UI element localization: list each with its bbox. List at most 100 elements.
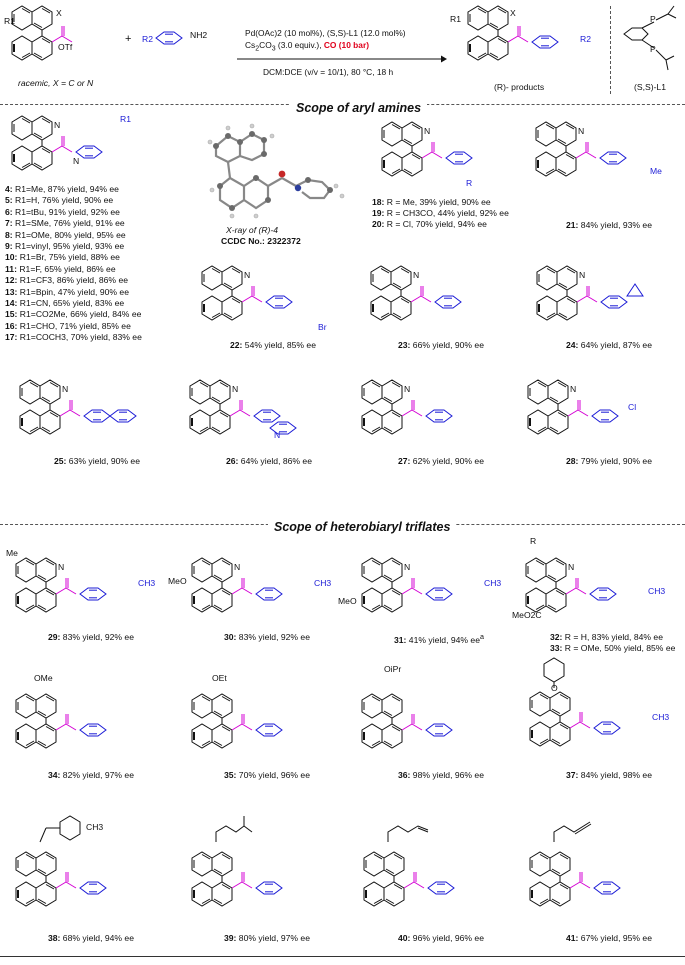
oipr-label-36: OiPr bbox=[384, 664, 402, 674]
caption-27: 27: 62% yield, 90% ee bbox=[398, 456, 484, 466]
ligand-p2: P bbox=[650, 44, 656, 54]
product-r1: R1 bbox=[450, 14, 461, 24]
caption-23: 23: 66% yield, 90% ee bbox=[398, 340, 484, 350]
ch3-label-38a: CH3 bbox=[86, 822, 104, 832]
structure-27 bbox=[361, 379, 453, 435]
caption-35: 35: 70% yield, 96% ee bbox=[224, 770, 310, 780]
meo-label-30: MeO bbox=[168, 576, 187, 586]
compound-list-18-20: 18: R = Me, 39% yield, 90% ee 19: R = CH… bbox=[372, 197, 509, 230]
reaction-arrow bbox=[237, 55, 447, 63]
n-label-28: N bbox=[570, 384, 577, 394]
compound-list-32-33: 32: R = H, 83% yield, 84% ee 33: R = OMe… bbox=[550, 632, 676, 654]
structure-26 bbox=[189, 379, 297, 435]
caption-26: 26: 64% yield, 86% ee bbox=[226, 456, 312, 466]
o-label-37: O bbox=[551, 683, 558, 693]
n-label-30: N bbox=[234, 562, 241, 572]
ome-label-34: OMe bbox=[34, 673, 53, 683]
n-label-23: N bbox=[413, 270, 420, 280]
ligand-label: (S,S)-L1 bbox=[634, 82, 666, 92]
caption-34: 34: 82% yield, 97% ee bbox=[48, 770, 134, 780]
ch3-label-29: CH3 bbox=[138, 578, 156, 588]
xray-structure-image bbox=[207, 123, 345, 219]
n-label-25: N bbox=[62, 384, 69, 394]
structure-28 bbox=[527, 379, 619, 435]
n-label-27: N bbox=[404, 384, 411, 394]
ch3-label-32: CH3 bbox=[648, 586, 666, 596]
xray-caption-1: X-ray of (R)-4 bbox=[226, 225, 279, 235]
structure-18-20 bbox=[381, 121, 473, 177]
product-x: X bbox=[510, 8, 516, 18]
product-structure bbox=[467, 5, 559, 61]
ch3-label-30: CH3 bbox=[314, 578, 332, 588]
structure-38 bbox=[15, 808, 107, 907]
section-title-aryl-amines: Scope of aryl amines bbox=[290, 101, 428, 115]
divider-vertical bbox=[610, 6, 611, 94]
caption-37: 37: 84% yield, 98% ee bbox=[566, 770, 652, 780]
structure-24 bbox=[536, 265, 681, 321]
caption-41: 41: 67% yield, 95% ee bbox=[566, 933, 652, 943]
n-label-24: N bbox=[579, 270, 586, 280]
caption-38: 38: 68% yield, 94% ee bbox=[48, 933, 134, 943]
oet-label-35: OEt bbox=[212, 673, 227, 683]
ligand-p1: P bbox=[650, 14, 656, 24]
structure-21 bbox=[535, 121, 627, 177]
compound-list-4-17: 4: R1=Me, 87% yield, 94% ee 5: R1=H, 76%… bbox=[5, 184, 142, 343]
racemic-label: racemic, X = C or N bbox=[18, 78, 94, 88]
caption-39: 39: 80% yield, 97% ee bbox=[224, 933, 310, 943]
ligand-structure bbox=[620, 4, 680, 74]
structure-25 bbox=[19, 379, 137, 435]
r1-label: R1 bbox=[4, 16, 15, 26]
h-label-4: N bbox=[73, 156, 80, 166]
xray-caption-2: CCDC No.: 2322372 bbox=[221, 236, 301, 246]
n-label-21: N bbox=[578, 126, 585, 136]
ch3-label-31: CH3 bbox=[484, 578, 502, 588]
reagents-line1: Pd(OAc)2 (10 mol%), (S,S)-L1 (12.0 mol%) bbox=[245, 28, 406, 38]
caption-36: 36: 98% yield, 96% ee bbox=[398, 770, 484, 780]
n-label-22: N bbox=[244, 270, 251, 280]
otf-label: OTf bbox=[58, 42, 73, 52]
ch3-label-37: CH3 bbox=[652, 712, 670, 722]
section-title-heterobiaryl: Scope of heterobiaryl triflates bbox=[268, 520, 457, 534]
product-label: (R)- products bbox=[494, 82, 545, 92]
divider-bottom bbox=[0, 956, 685, 957]
n-label-26: N bbox=[232, 384, 239, 394]
reagents-line2: Cs2CO3 (3.0 equiv.), CO (10 bar) bbox=[245, 40, 370, 53]
structure-23 bbox=[370, 265, 462, 321]
caption-40: 40: 96% yield, 96% ee bbox=[398, 933, 484, 943]
x-label: X bbox=[56, 8, 62, 18]
structure-39 bbox=[191, 808, 283, 907]
structure-35 bbox=[191, 693, 283, 749]
caption-21: 21: 84% yield, 93% ee bbox=[566, 220, 652, 230]
caption-31: 31: 41% yield, 94% eea bbox=[394, 633, 484, 645]
caption-22: 22: 54% yield, 85% ee bbox=[230, 340, 316, 350]
structure-4-17 bbox=[11, 115, 103, 171]
br-label-22: Br bbox=[318, 322, 327, 332]
caption-24: 24: 64% yield, 87% ee bbox=[566, 340, 652, 350]
caption-28: 28: 79% yield, 90% ee bbox=[566, 456, 652, 466]
plus-sign: + bbox=[125, 33, 132, 45]
caption-25: 25: 63% yield, 90% ee bbox=[54, 456, 140, 466]
structure-41 bbox=[529, 808, 621, 907]
structure-40 bbox=[363, 808, 455, 907]
r-label-32: R bbox=[530, 536, 537, 546]
n-label-32: N bbox=[568, 562, 575, 572]
meo2c-label-32: MeO2C bbox=[512, 610, 542, 620]
r-label-18: R bbox=[466, 178, 473, 188]
structure-34 bbox=[15, 693, 107, 749]
reaction-scheme: R1 X OTf racemic, X = C or N + R2 NH2 Pd… bbox=[0, 0, 685, 104]
product-r2: R2 bbox=[580, 34, 591, 44]
caption-29: 29: 83% yield, 92% ee bbox=[48, 632, 134, 642]
caption-30: 30: 83% yield, 92% ee bbox=[224, 632, 310, 642]
cl-label-28: Cl bbox=[628, 402, 637, 412]
n-label-18: N bbox=[424, 126, 431, 136]
n-label-4: N bbox=[54, 120, 61, 130]
r1-label-4: R1 bbox=[120, 114, 131, 124]
structure-37 bbox=[529, 656, 621, 747]
me-label-21: Me bbox=[650, 166, 662, 176]
meo-label-31: MeO bbox=[338, 596, 357, 606]
n-label-29: N bbox=[58, 562, 65, 572]
structure-36 bbox=[361, 693, 453, 749]
n-label-31: N bbox=[404, 562, 411, 572]
me-label-29: Me bbox=[6, 548, 18, 558]
nh2-label: NH2 bbox=[190, 30, 208, 40]
